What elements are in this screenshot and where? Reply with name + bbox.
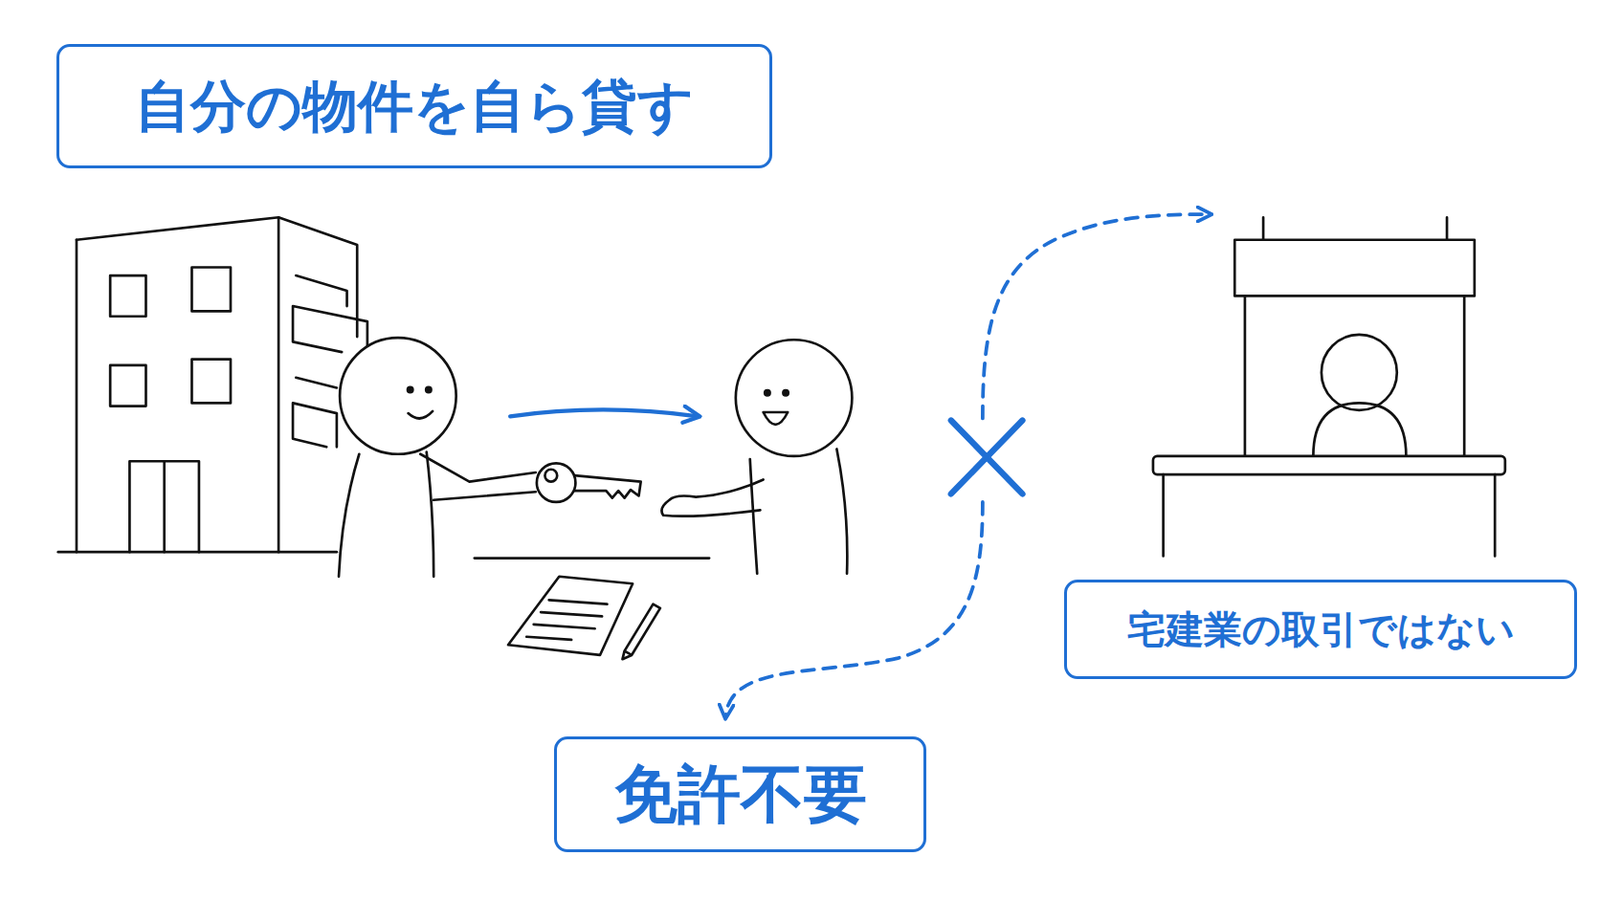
eye [407, 387, 413, 393]
sign-post [1263, 217, 1447, 240]
landlord-figure [338, 337, 536, 578]
key-hole [544, 469, 557, 483]
text-stack: 宅建業の取引ではない [1127, 607, 1515, 652]
key [536, 463, 642, 503]
eye [764, 390, 770, 396]
window [110, 275, 146, 317]
agency-counter [1153, 217, 1506, 556]
arm [420, 454, 535, 501]
door [129, 461, 200, 553]
box-text: 宅建業の取引ではない [1127, 607, 1515, 652]
balcony [292, 377, 337, 448]
ground-line [58, 551, 337, 555]
text-stack: 免許不要 [614, 758, 867, 832]
counter-leg [1163, 474, 1496, 556]
contract [474, 558, 710, 661]
clerk-shoulders [1312, 402, 1406, 456]
dashed-arrow [725, 502, 983, 718]
table-line [474, 556, 710, 560]
body-line [750, 459, 757, 574]
booth-frame [1244, 295, 1465, 457]
counter-top [1153, 456, 1506, 475]
clerk-head [1321, 334, 1398, 411]
mouth [763, 412, 789, 425]
cross-mark [951, 421, 1023, 495]
signboard [1234, 240, 1475, 297]
body-line [338, 454, 359, 578]
pen [622, 604, 660, 661]
handover-arrow [510, 409, 698, 417]
text-box: 宅建業の取引ではない [1064, 579, 1578, 680]
key-blade [574, 475, 641, 498]
building-wall [75, 240, 79, 553]
paper-lines [526, 600, 607, 641]
tenant-figure [661, 339, 852, 574]
window [110, 365, 146, 407]
head [735, 339, 853, 457]
window [191, 359, 231, 404]
text-box: 自分の物件を自ら貸す [56, 44, 773, 169]
building [58, 217, 368, 553]
eye [425, 387, 431, 393]
building-roof [76, 217, 357, 337]
box-text: 自分の物件を自ら貸す [134, 74, 694, 139]
open-hand [661, 479, 763, 516]
box-text: 免許不要 [614, 758, 867, 832]
text-box: 免許不要 [554, 736, 927, 853]
body-line [836, 448, 847, 574]
body-line [426, 452, 434, 578]
eye [782, 390, 788, 396]
building-wall [277, 217, 281, 553]
text-stack: 自分の物件を自ら貸す [134, 74, 694, 139]
dashed-arrow [982, 214, 1211, 419]
balcony [292, 275, 368, 353]
mouth [408, 411, 434, 420]
key-ring [536, 463, 577, 503]
window [191, 267, 231, 312]
paper [508, 577, 633, 656]
head [339, 337, 457, 455]
